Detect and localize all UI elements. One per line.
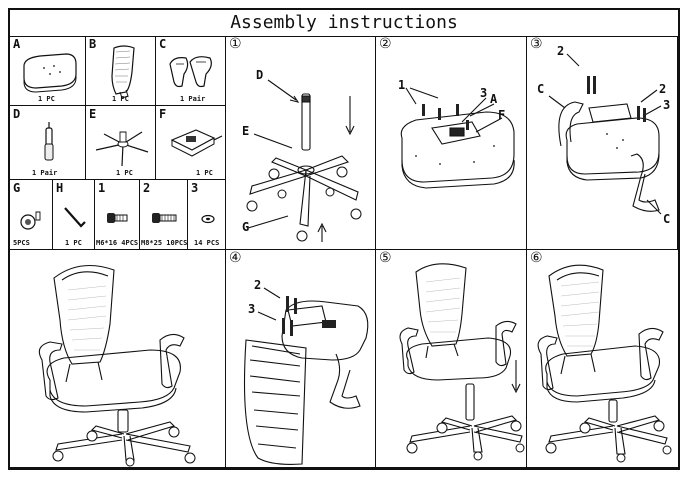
part-cell-b: B 1 PC (86, 36, 156, 106)
seat-icon (10, 36, 86, 106)
part-label: F (159, 107, 167, 121)
seat-mechanism-illustration (376, 36, 527, 250)
callout-3: 3 (248, 302, 256, 316)
part-cell-e: E 1 PC (86, 106, 156, 180)
caster-icon (10, 180, 53, 250)
part-label: C (159, 37, 167, 51)
part-count: 5PCS (13, 239, 30, 247)
step-6-panel: ⑥ (527, 250, 678, 468)
callout-g: G (242, 220, 250, 234)
part-count: 1 PC (116, 169, 133, 177)
allen-key-icon (53, 180, 95, 250)
callout-1: 1 (398, 78, 406, 92)
callout-c: C (537, 82, 545, 96)
seat-onto-base-illustration (376, 250, 527, 468)
part-count: 1 PC (38, 95, 55, 103)
part-label: 1 (98, 181, 106, 195)
part-count: 1 Pair (32, 169, 58, 177)
finished-chair-illustration (10, 250, 226, 468)
part-label: 3 (191, 181, 199, 195)
part-label: D (13, 107, 21, 121)
part-cell-3: 3 14 PCS (188, 180, 226, 250)
backrest-icon (86, 36, 156, 106)
base-icon (86, 106, 156, 180)
instruction-sheet: Assembly instructions A 1 PC B 1 PC C 1 … (8, 8, 680, 470)
backrest-attach-illustration (226, 250, 376, 468)
part-count: M8*25 10PCS (141, 239, 188, 247)
part-cell-d: D 1 Pair (10, 106, 86, 180)
finished-chair-panel (10, 250, 226, 468)
step-number: ① (229, 36, 242, 52)
callout-d: D (256, 68, 264, 82)
callout-c2: C (663, 212, 671, 226)
step-number: ③ (530, 36, 543, 52)
armrest-icon (156, 36, 226, 106)
short-bolt-icon (107, 213, 140, 223)
sheet-title: Assembly instructions (10, 10, 678, 37)
part-label: B (89, 37, 97, 51)
callout-3: 3 (480, 86, 488, 100)
step-5-panel: ⑤ (376, 250, 527, 468)
gas-lift-icon (10, 106, 86, 180)
step-4-panel: ④ 2 3 (226, 250, 376, 468)
step-number: ⑤ (379, 250, 392, 266)
part-count: 1 Pair (180, 95, 206, 103)
part-count: 1 PC (112, 95, 129, 103)
callout-3: 3 (663, 98, 671, 112)
washer-icon (188, 180, 226, 250)
callout-a: A (490, 92, 498, 106)
part-label: A (13, 37, 21, 51)
part-cell-f: F 1 PC (156, 106, 226, 180)
callout-2: 2 (254, 278, 262, 292)
completed-chair-illustration (527, 250, 678, 468)
part-count: M6*16 4PCS (96, 239, 139, 247)
step-number: ② (379, 36, 392, 52)
step-number: ④ (229, 250, 242, 266)
part-count: 14 PCS (194, 239, 220, 247)
part-count: 1 PC (65, 239, 82, 247)
part-count: 1 PC (196, 169, 213, 177)
part-cell-h: H 1 PC (53, 180, 95, 250)
callout-2b: 2 (659, 82, 667, 96)
callout-2: 2 (557, 44, 565, 58)
step-3-panel: ③ 2 C 2 3 C (527, 36, 678, 250)
part-cell-1: 1 M6*16 4PCS (95, 180, 140, 250)
long-bolt-icon (152, 213, 188, 223)
armrest-attach-illustration (527, 36, 678, 250)
callout-e: E (242, 124, 250, 138)
part-cell-2: 2 M8*25 10PCS (140, 180, 188, 250)
part-label: E (89, 107, 97, 121)
step-2-panel: ② 1 3 A F (376, 36, 527, 250)
part-cell-c: C 1 Pair (156, 36, 226, 106)
part-label: G (13, 181, 21, 195)
part-cell-g: G 5PCS (10, 180, 53, 250)
part-cell-a: A 1 PC (10, 36, 86, 106)
step-number: ⑥ (530, 250, 543, 266)
part-label: 2 (143, 181, 151, 195)
step-1-panel: ① D E G (226, 36, 376, 250)
part-label: H (56, 181, 64, 195)
mechanism-icon (156, 106, 226, 180)
base-assembly-illustration (226, 36, 376, 250)
